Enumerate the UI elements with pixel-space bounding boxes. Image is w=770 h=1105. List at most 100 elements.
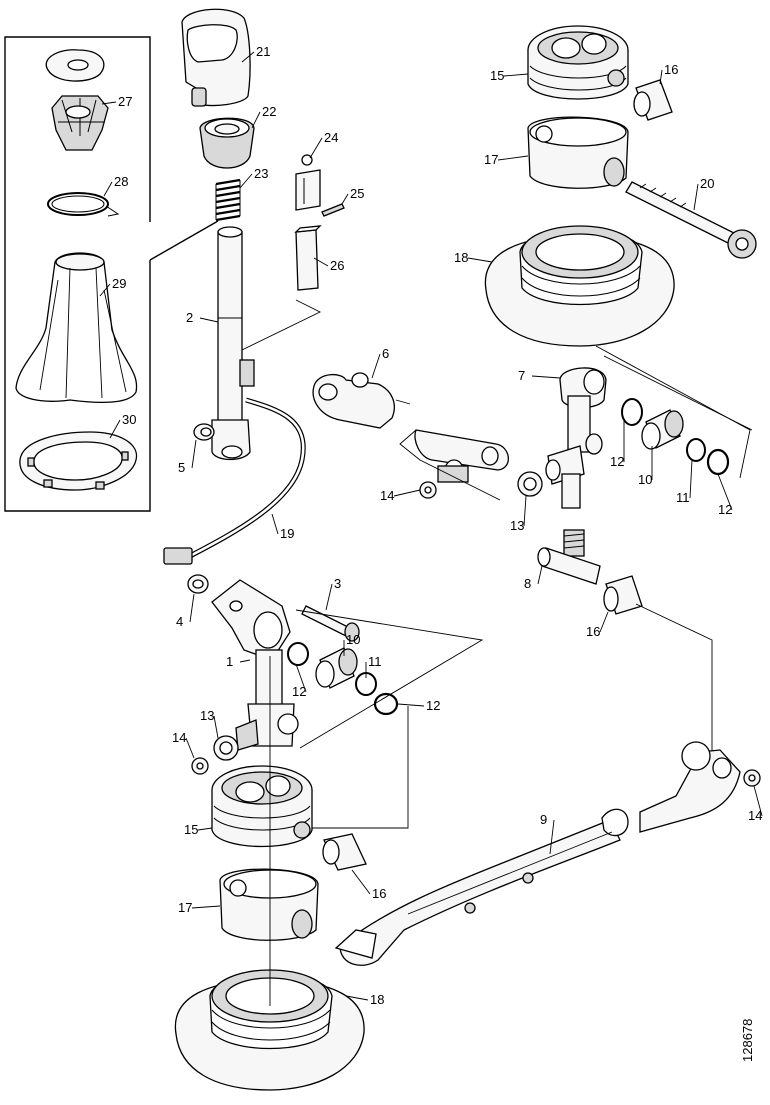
leader-bracket-a [295,609,484,749]
callout-leader-c20 [693,183,699,211]
callout-label-c14b: 14 [380,488,394,503]
callout-leader-c22 [251,111,261,129]
upper-right-assembly [484,25,757,479]
part-1-yoke [211,579,299,751]
part-15-clamp-b [527,25,629,100]
callout-label-c3: 3 [334,576,341,591]
callout-label-c16b: 16 [664,62,678,77]
callout-leader-c17b [497,155,529,161]
callout-label-c26: 26 [330,258,344,273]
callout-leader-c26 [313,257,329,267]
middle-right-assembly [312,355,753,760]
part-6-bracket [312,372,411,429]
callout-label-c6: 6 [382,346,389,361]
part-5-nut [193,423,215,441]
callout-leader-c30 [109,419,121,439]
leader-26-column [241,299,322,351]
callout-label-c27: 27 [118,94,132,109]
part-13-spacer-b [517,471,543,497]
part-20-bolt [625,181,757,259]
part-23-spring [215,178,241,222]
callout-label-c11b: 11 [676,490,690,505]
callout-leader-c16b [659,69,663,85]
callout-label-c5: 5 [178,460,185,475]
callout-label-c12a: 12 [292,684,306,699]
part-16-pin-a [322,833,367,871]
central-column-parts [181,8,345,461]
callout-label-c14c: 14 [748,808,762,823]
part-13-spacer-a [213,735,239,761]
callout-leader-c12b [397,703,425,707]
callout-leader-c15a [197,827,213,831]
callout-label-c15a: 15 [184,822,198,837]
callout-label-c29: 29 [112,276,126,291]
inset-detail [4,36,219,512]
callout-label-c11a: 11 [368,654,382,669]
leader-16-arm [635,603,713,760]
callout-leader-c7 [531,375,561,379]
callout-leader-c16a [351,869,371,895]
part-24-latch [295,154,321,211]
part-18-base-b [484,225,675,347]
callout-leader-c4 [189,593,195,623]
callout-label-c19: 19 [280,526,294,541]
callout-leader-c15b [503,73,529,77]
callout-label-c9: 9 [540,812,547,827]
lower-left-assembly [174,574,484,1091]
callout-leader-c13b [523,495,527,527]
callout-leader-c18b [467,257,493,263]
callout-leader-c12d [717,473,733,511]
callout-label-c12b: 12 [426,698,440,713]
leader-mid-right [603,355,753,431]
callout-leader-c2 [199,317,219,323]
callout-label-c7: 7 [518,368,525,383]
callout-label-c15b: 15 [490,68,504,83]
part-9-arm [334,741,741,966]
callout-label-c23: 23 [254,166,268,181]
part-21-knob [181,8,251,107]
callout-label-c21: 21 [256,44,270,59]
callout-leader-c29 [99,283,111,297]
part-14-nut-c [743,769,761,787]
callout-label-c13a: 13 [200,708,214,723]
part-2-column [211,226,255,461]
part-25-pin [321,203,345,217]
part-28-clip-ring [47,192,120,217]
part-18-base-a [174,969,365,1091]
callout-label-c10b: 10 [638,472,652,487]
part-15-clamp-a [211,765,313,848]
leader-upper-right [595,345,751,479]
callout-leader-c23 [239,173,253,189]
part-3-bolt [301,605,360,642]
callout-label-c18a: 18 [370,992,384,1007]
callout-leader-c25 [341,193,349,205]
callout-leader-c24 [309,137,323,159]
part-12-washer-a [287,642,309,666]
part-17-band-b [527,116,629,189]
callout-label-c12c: 12 [610,454,624,469]
callout-leader-c14b [393,489,421,497]
inset-frame [4,36,151,512]
callout-leader-c9 [549,819,555,855]
callout-labels: 2122232425262272829305194311011121213141… [99,44,762,1007]
callout-leader-c27 [101,101,117,105]
callout-label-c30: 30 [122,412,136,427]
part-14-nut-a [191,757,209,775]
callout-leader-c17a [191,905,221,909]
callout-leader-c1 [239,659,251,663]
inset-leader [149,220,219,261]
callout-label-c4: 4 [176,614,183,629]
drawing-number: 128678 [740,1019,755,1062]
part-14-nut-b [419,481,437,499]
callout-leader-c16c [599,611,609,633]
part-11-ring-b [686,438,706,462]
callout-leader-c19 [271,513,279,535]
callout-leader-c21 [241,51,255,63]
callout-label-c25: 25 [350,186,364,201]
callout-leader-c13a [213,715,219,739]
callout-label-c20: 20 [700,176,714,191]
callout-leader-c11b [689,459,693,499]
part-26-block [294,225,322,291]
callout-label-c22: 22 [262,104,276,119]
